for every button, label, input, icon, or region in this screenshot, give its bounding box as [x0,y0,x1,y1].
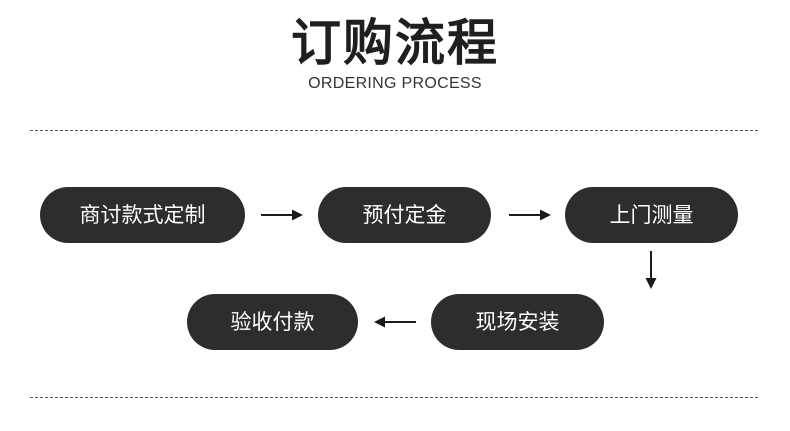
step-onsite-installation: 现场安装 [431,294,604,350]
bottom-divider [30,397,758,398]
arrow-down-icon [645,251,657,289]
top-divider [30,130,758,131]
step-pay-deposit: 预付定金 [318,187,491,243]
step-acceptance-payment: 验收付款 [187,294,358,350]
arrow-right-icon [261,209,303,221]
page-subtitle: ORDERING PROCESS [308,75,482,92]
arrow-right-icon [509,209,551,221]
arrow-left-icon [374,316,416,328]
step-onsite-measurement: 上门测量 [565,187,738,243]
step-discuss-customization: 商讨款式定制 [40,187,245,243]
page-title: 订购流程 [291,14,499,72]
